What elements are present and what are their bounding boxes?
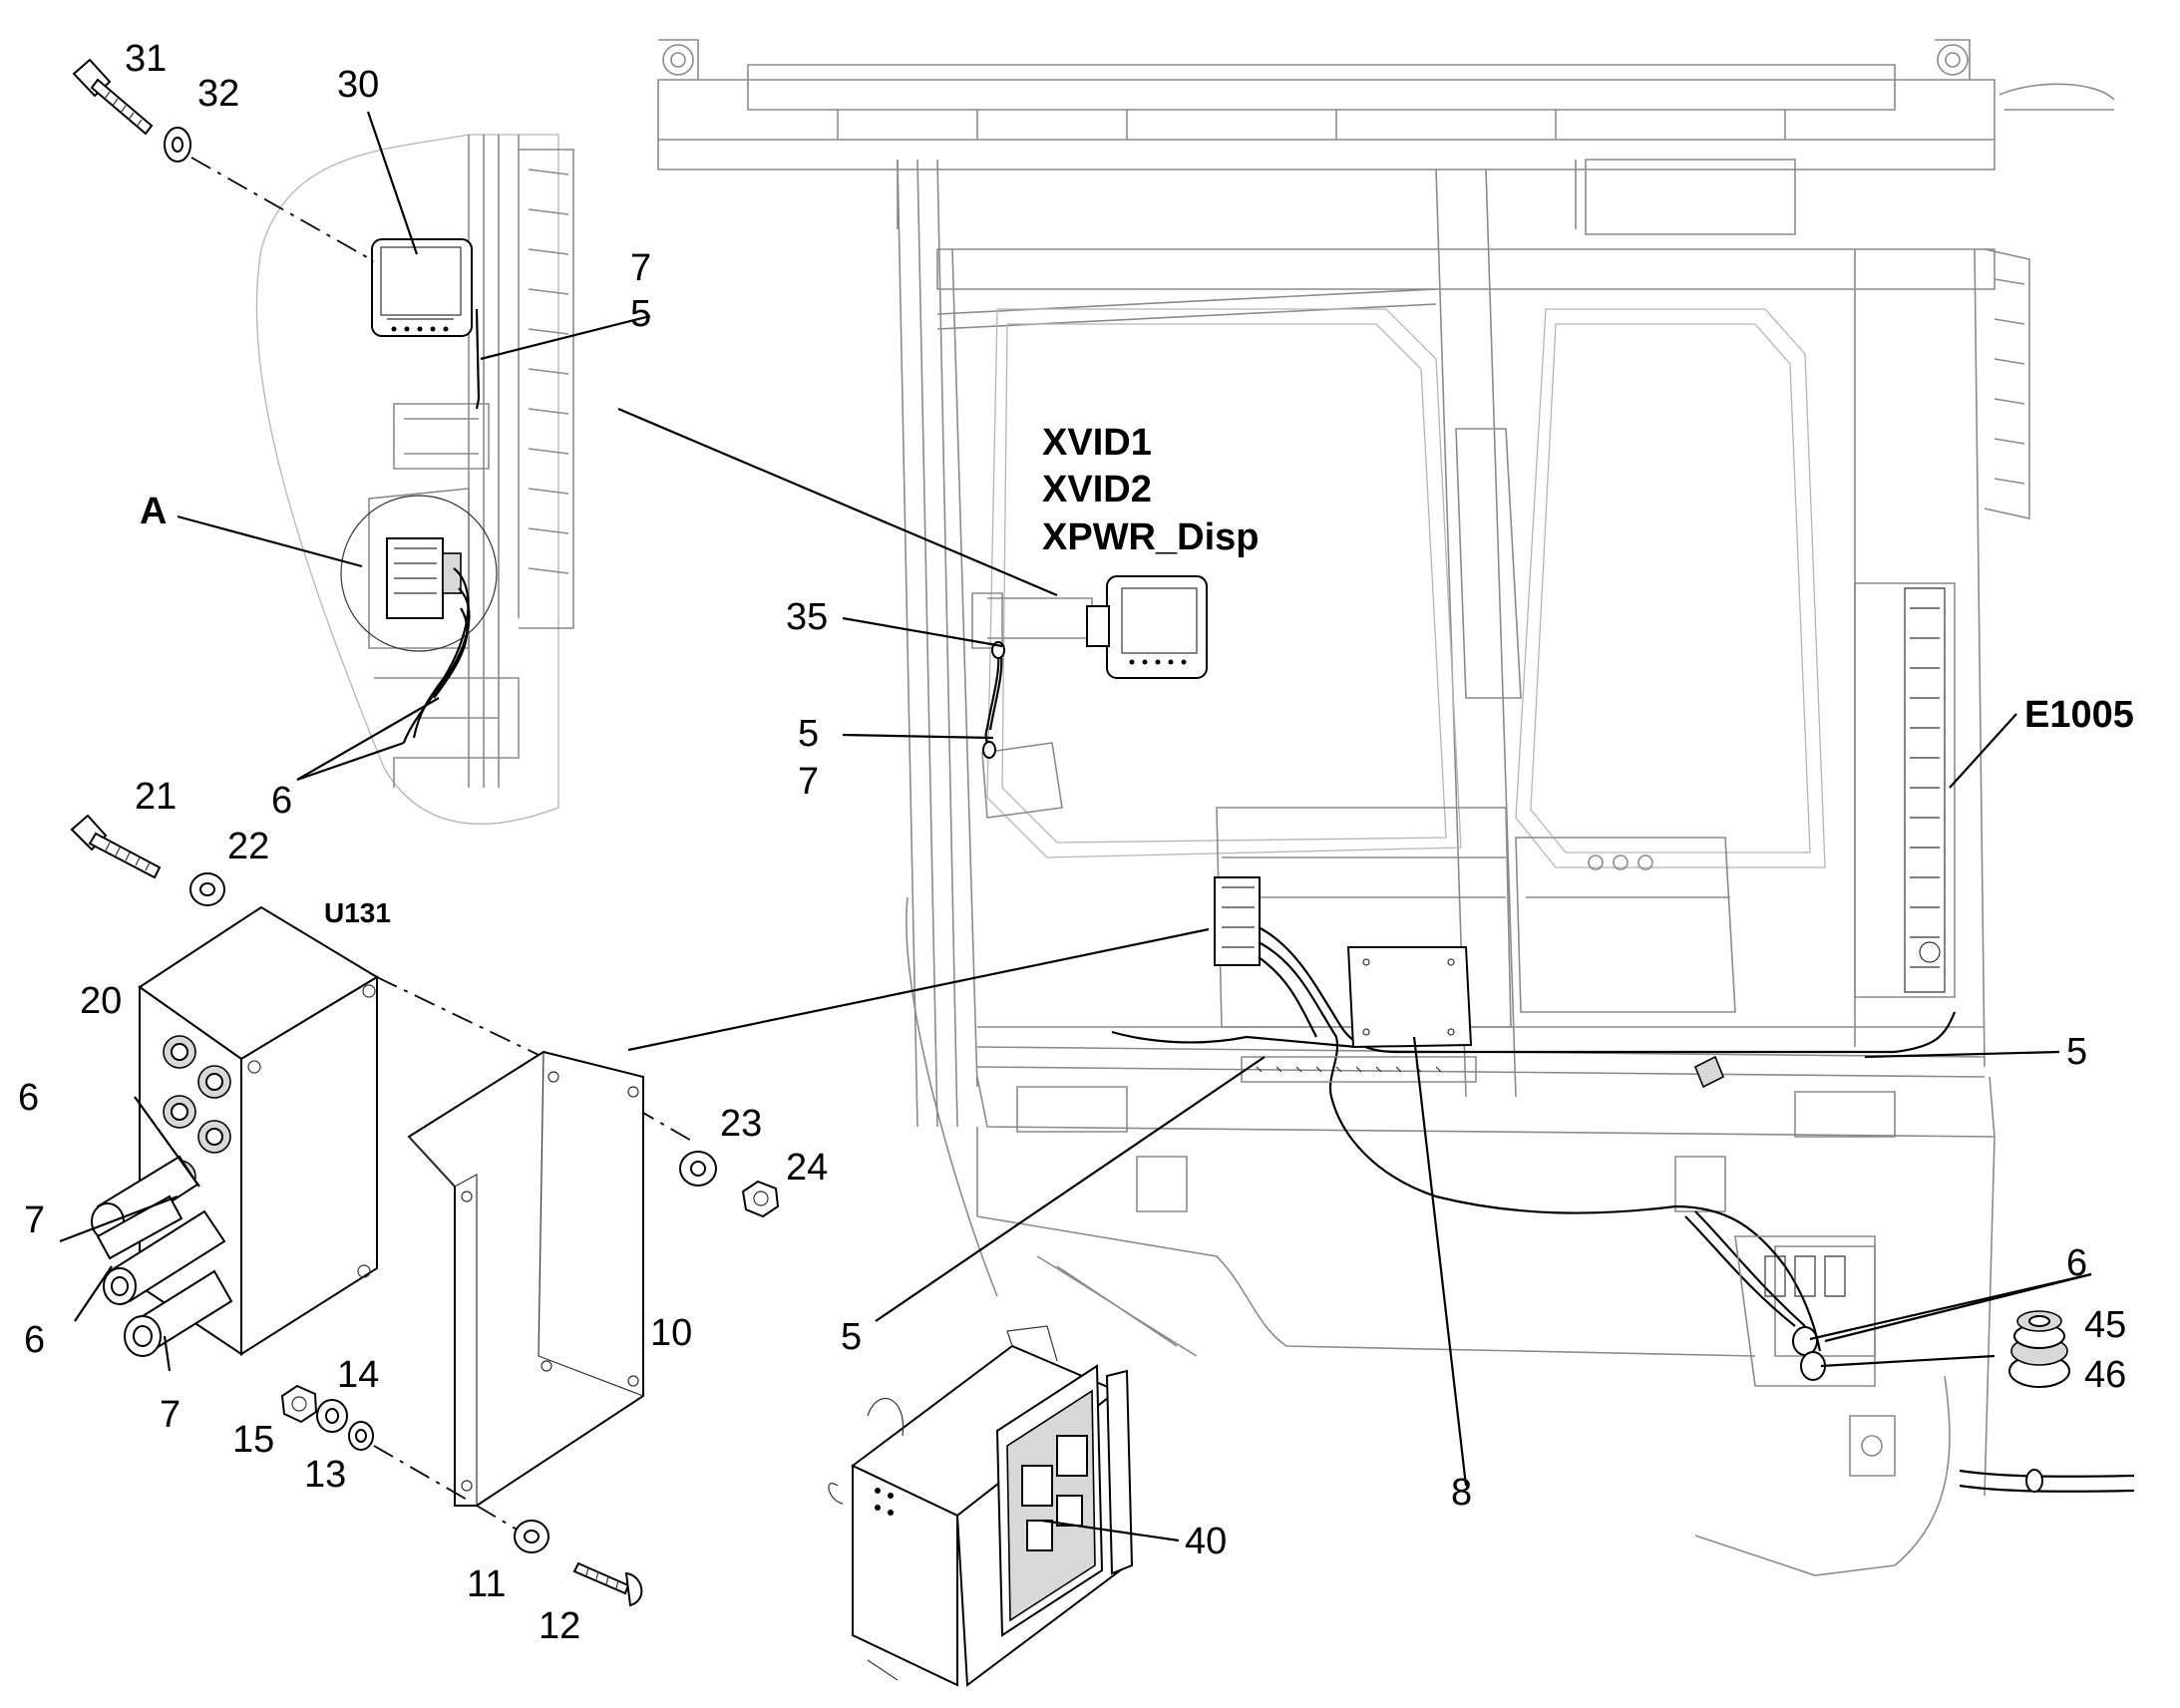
connector-xvid2: XVID2 bbox=[1042, 469, 1152, 511]
callout-23: 23 bbox=[720, 1103, 763, 1145]
screw-21 bbox=[70, 814, 162, 879]
callout-6-right: 6 bbox=[2066, 1242, 2088, 1284]
lockwasher-13 bbox=[348, 1421, 374, 1451]
callout-13: 13 bbox=[304, 1454, 347, 1496]
connector-xvid1: XVID1 bbox=[1042, 422, 1152, 464]
callout-32: 32 bbox=[197, 73, 240, 115]
screw-31 bbox=[72, 58, 154, 136]
controller-box-40 bbox=[828, 1325, 1134, 1687]
box-u131 bbox=[91, 905, 379, 1357]
callout-7-upper: 7 bbox=[630, 247, 652, 289]
callout-a: A bbox=[140, 491, 168, 532]
screw-12 bbox=[572, 1561, 643, 1607]
grommet-45-46 bbox=[2008, 1310, 2070, 1388]
callout-5-lower: 5 bbox=[841, 1316, 863, 1358]
callout-14: 14 bbox=[337, 1354, 380, 1396]
callout-6-left-b: 6 bbox=[24, 1319, 46, 1361]
bracket-10 bbox=[407, 1050, 644, 1507]
nut-15 bbox=[280, 1384, 318, 1424]
callout-5-middle: 5 bbox=[798, 713, 820, 755]
callout-35: 35 bbox=[786, 596, 829, 638]
callout-10: 10 bbox=[650, 1312, 693, 1354]
washer-14 bbox=[316, 1399, 348, 1433]
callout-20: 20 bbox=[80, 980, 123, 1022]
callout-40: 40 bbox=[1185, 1521, 1228, 1562]
callout-45: 45 bbox=[2084, 1304, 2127, 1346]
detail-view-a bbox=[255, 134, 574, 825]
callout-30: 30 bbox=[337, 64, 380, 106]
callout-11: 11 bbox=[467, 1563, 507, 1605]
washer-32 bbox=[164, 127, 191, 163]
callout-46: 46 bbox=[2084, 1354, 2127, 1396]
callout-6-left-a: 6 bbox=[18, 1077, 40, 1119]
callout-31: 31 bbox=[125, 38, 168, 80]
component-e1005: E1005 bbox=[2024, 694, 2134, 736]
display-assembly bbox=[971, 575, 1208, 819]
callout-7-left-a: 7 bbox=[24, 1199, 46, 1241]
callout-7-middle: 7 bbox=[798, 761, 820, 803]
callout-6-upper: 6 bbox=[271, 780, 293, 822]
callout-u131: U131 bbox=[324, 897, 391, 928]
callout-7-left-b: 7 bbox=[160, 1394, 182, 1436]
washer-11 bbox=[514, 1520, 549, 1553]
callout-12: 12 bbox=[539, 1605, 581, 1647]
washer-22 bbox=[189, 872, 225, 906]
callout-22: 22 bbox=[227, 826, 270, 867]
callout-5-right: 5 bbox=[2066, 1031, 2088, 1073]
callout-21: 21 bbox=[135, 776, 178, 818]
leader-lines bbox=[59, 111, 2092, 1542]
cab-frame bbox=[657, 39, 2135, 1576]
callout-5-upper: 5 bbox=[630, 293, 652, 335]
connector-xpwr-disp: XPWR_Disp bbox=[1042, 516, 1260, 558]
callout-15: 15 bbox=[232, 1419, 275, 1461]
console-mounted-parts bbox=[1111, 876, 1957, 1387]
washer-23 bbox=[679, 1151, 717, 1187]
callout-8: 8 bbox=[1451, 1472, 1473, 1514]
nut-24 bbox=[741, 1180, 780, 1218]
callout-24: 24 bbox=[786, 1147, 829, 1189]
